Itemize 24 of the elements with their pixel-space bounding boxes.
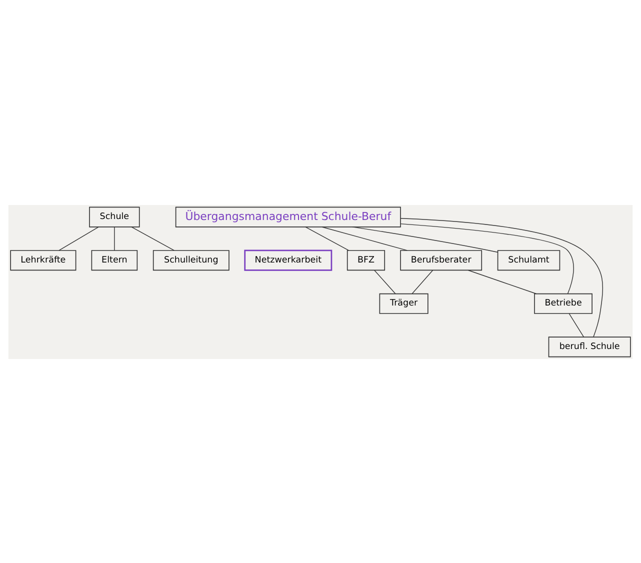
node-box: Träger [379,292,428,314]
connector [400,222,574,294]
node-box: Betriebe [534,292,592,314]
node-box: Berufsberater [400,250,482,270]
connector [412,269,434,294]
connector [468,269,537,294]
connector [114,226,115,250]
node-box: berufl. Schule [548,336,631,357]
node-box: Netzwerkarbeit [244,249,332,270]
node-box: Schulleitung [152,250,230,270]
connector [305,226,350,250]
connector [322,226,408,250]
node-box: Übergangsmanagement Schule-Beruf [175,206,401,227]
connector [400,218,604,337]
connector [352,226,498,252]
node-box: Schule [89,206,140,227]
connector [131,226,175,250]
node-box: BFZ [346,250,386,270]
node-box: Lehrkräfte [10,250,76,270]
connector [374,269,396,294]
node-box: Eltern [91,250,138,270]
connector [58,226,99,250]
connector [568,312,584,337]
node-box: Schulamt [497,250,560,270]
